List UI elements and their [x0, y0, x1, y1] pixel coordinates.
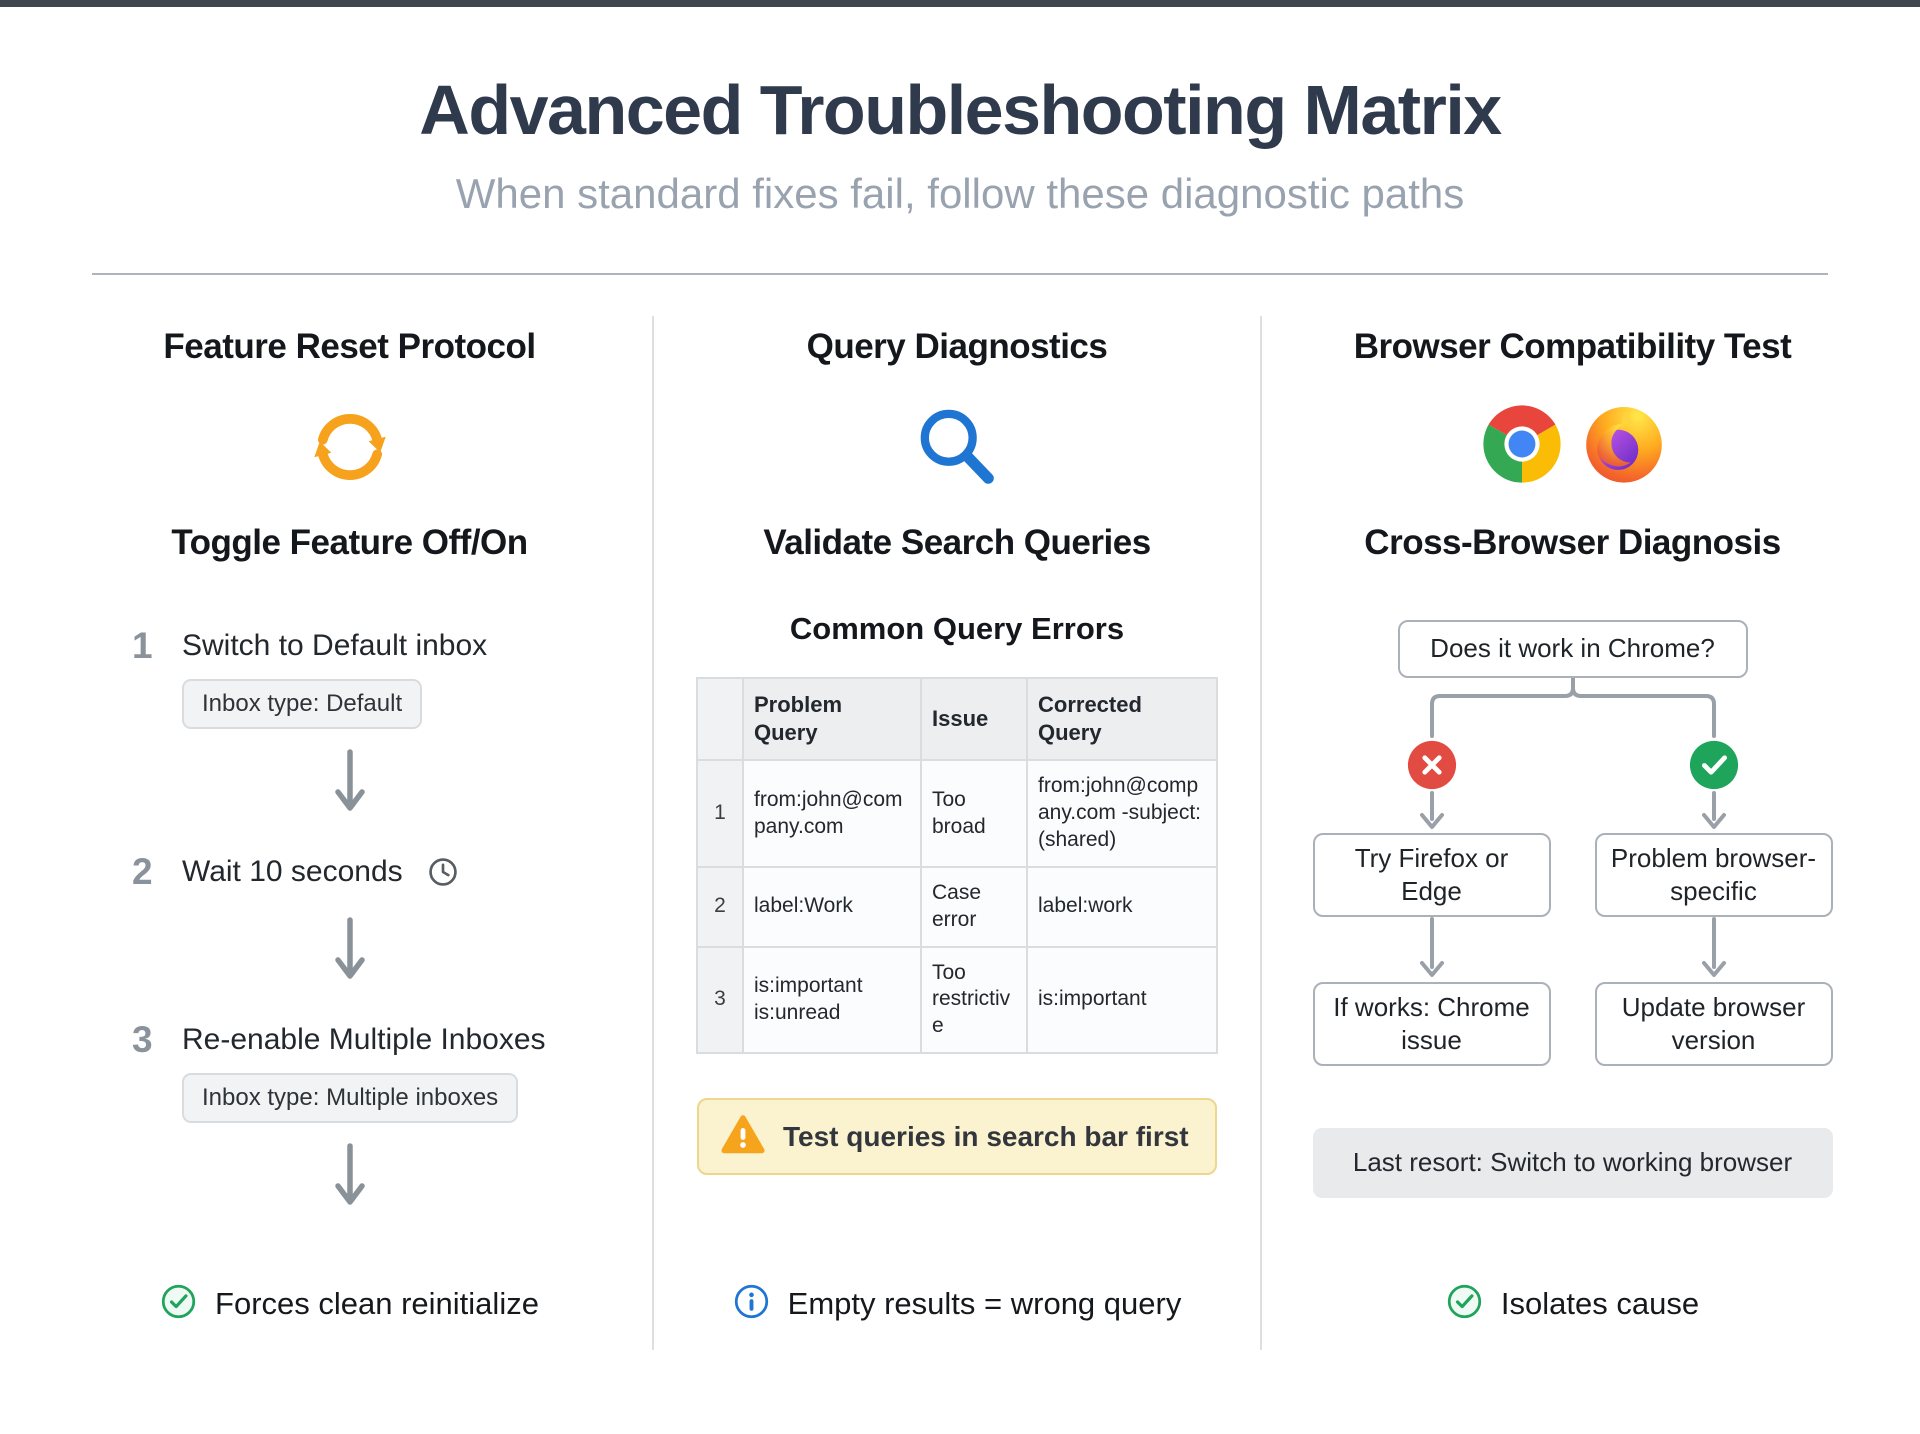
- feature-reset-result: Forces clean reinitialize: [160, 1283, 539, 1325]
- query-errors-subheading: Common Query Errors: [789, 610, 1125, 646]
- problem-query-cell: label:Work: [742, 865, 922, 948]
- page-subtitle: When standard fixes fail, follow these d…: [455, 169, 1465, 217]
- feature-reset-heading: Toggle Feature Off/On: [171, 522, 528, 562]
- column-divider: [1260, 316, 1262, 1350]
- step-text: Wait 10 seconds: [182, 854, 403, 888]
- inbox-type-default-badge: Inbox type: Default: [182, 678, 423, 729]
- browser-icons: [1480, 397, 1666, 497]
- warning-text: Test queries in search bar first: [783, 1120, 1189, 1152]
- row-number: 2: [696, 865, 744, 948]
- corrected-query-cell: label:work: [1026, 865, 1218, 948]
- corrected-query-cell: is:important: [1026, 945, 1218, 1055]
- last-resort-note: Last resort: Switch to working browser: [1312, 1127, 1833, 1198]
- query-diagnostics-result: Empty results = wrong query: [733, 1283, 1182, 1325]
- step-text: Switch to Default inbox: [182, 628, 488, 662]
- flow-connector-lines: [1419, 675, 1726, 977]
- step-2: 2 Wait 10 seconds: [132, 851, 459, 893]
- problem-query-cell: is:important is:unread: [742, 945, 922, 1055]
- issue-cell: Too restrictive: [920, 945, 1028, 1055]
- info-circle-icon: [733, 1283, 770, 1325]
- table-header-row: Problem Query Issue Corrected Query: [696, 676, 1218, 762]
- table-row: 1 from:john@company.com Too broad from:j…: [696, 759, 1218, 868]
- query-diagnostics-title: Query Diagnostics: [806, 326, 1108, 366]
- clock-icon: [427, 856, 459, 888]
- flow-box-update-browser-version: Update browser version: [1594, 981, 1833, 1066]
- browser-test-title: Browser Compatibility Test: [1353, 326, 1792, 366]
- flowchart: Does it work in Chrome? Try Firefox or E…: [1312, 619, 1833, 1066]
- issue-cell: Case error: [920, 865, 1028, 948]
- page-title: Advanced Troubleshooting Matrix: [419, 71, 1502, 149]
- browser-test-column: Browser Compatibility Test: [1261, 275, 1920, 1431]
- corrected-query-cell: from:john@company.com -subject:(shared): [1026, 759, 1218, 868]
- warning-triangle-icon: [721, 1114, 765, 1159]
- search-icon: [911, 397, 1003, 497]
- issue-cell: Too broad: [920, 759, 1028, 868]
- header: Advanced Troubleshooting Matrix When sta…: [0, 0, 1920, 219]
- row-number: 1: [696, 759, 744, 868]
- chrome-icon: [1480, 402, 1564, 491]
- step-1: 1 Switch to Default inbox: [132, 625, 487, 667]
- problem-query-cell: from:john@company.com: [742, 759, 922, 868]
- flow-question-box: Does it work in Chrome?: [1397, 619, 1748, 678]
- x-circle-icon: [1406, 739, 1458, 791]
- feature-reset-title: Feature Reset Protocol: [163, 326, 536, 366]
- step-text: Re-enable Multiple Inboxes: [182, 1022, 546, 1056]
- query-diagnostics-heading: Validate Search Queries: [763, 522, 1151, 562]
- query-errors-table: Problem Query Issue Corrected Query 1 fr…: [696, 676, 1218, 1055]
- browser-test-result: Isolates cause: [1446, 1283, 1699, 1325]
- steps-list: 1 Switch to Default inbox Inbox type: De…: [132, 625, 567, 1223]
- table-row: 3 is:important is:unread Too restrictive…: [696, 945, 1218, 1055]
- check-circle-icon: [1446, 1283, 1483, 1325]
- firefox-icon: [1582, 402, 1666, 491]
- check-circle-icon: [160, 1283, 197, 1325]
- inbox-type-multiple-badge: Inbox type: Multiple inboxes: [182, 1072, 519, 1123]
- columns: Feature Reset Protocol Toggle Feature Of…: [0, 275, 1920, 1431]
- browser-test-heading: Cross-Browser Diagnosis: [1364, 522, 1781, 562]
- column-divider: [652, 316, 654, 1350]
- header-divider: [92, 272, 1828, 275]
- flow-box-try-firefox-or-edge: Try Firefox or Edge: [1312, 832, 1551, 917]
- feature-reset-column: Feature Reset Protocol Toggle Feature Of…: [0, 275, 653, 1431]
- flow-box-problem-browser-specific: Problem browser-specific: [1594, 832, 1833, 917]
- query-diagnostics-column: Query Diagnostics Validate Search Querie…: [653, 275, 1261, 1431]
- check-circle-icon: [1688, 739, 1740, 791]
- corner-cell: [696, 676, 744, 762]
- warning-callout: Test queries in search bar first: [697, 1098, 1217, 1176]
- step-number: 3: [132, 1018, 153, 1060]
- top-edge-bar: [0, 0, 1920, 7]
- result-text: Empty results = wrong query: [787, 1285, 1182, 1321]
- step-number: 2: [132, 850, 153, 892]
- step-3: 3 Re-enable Multiple Inboxes: [132, 1019, 546, 1061]
- column-header: Corrected Query: [1026, 676, 1218, 762]
- result-text: Forces clean reinitialize: [215, 1285, 539, 1321]
- row-number: 3: [696, 945, 744, 1055]
- arrow-down-icon: [333, 749, 367, 823]
- column-header: Problem Query: [742, 676, 922, 762]
- result-text: Isolates cause: [1500, 1285, 1700, 1321]
- arrow-down-icon: [333, 1143, 367, 1217]
- table-row: 2 label:Work Case error label:work: [696, 865, 1218, 948]
- arrow-down-icon: [333, 917, 367, 991]
- flow-box-if-works-chrome-issue: If works: Chrome issue: [1312, 981, 1551, 1066]
- column-header: Issue: [920, 676, 1028, 762]
- refresh-icon: [306, 397, 394, 497]
- step-number: 1: [132, 624, 153, 666]
